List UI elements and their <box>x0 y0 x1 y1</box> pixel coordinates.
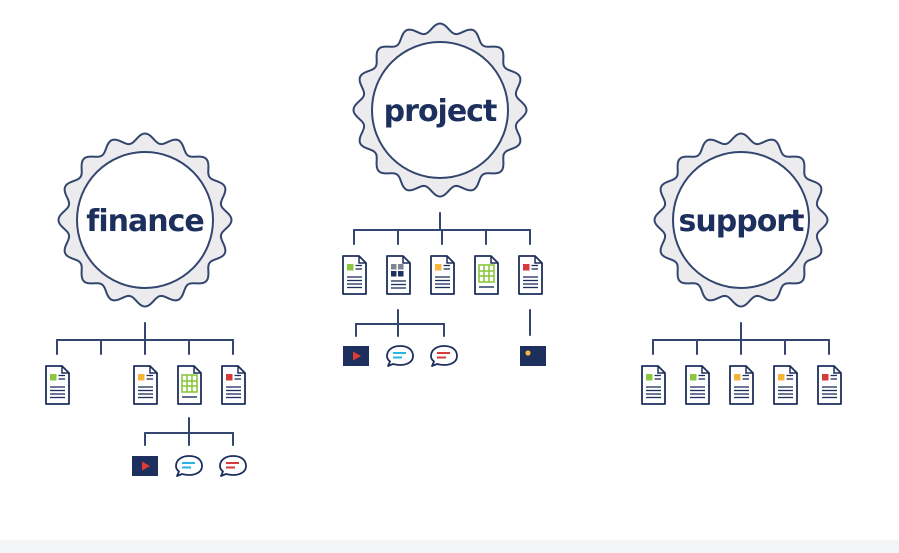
doc-orange-icon <box>133 365 158 405</box>
chat-red-icon <box>430 345 458 367</box>
project-badge: project <box>352 22 528 198</box>
finance-tree <box>56 322 234 446</box>
doc-green-icon <box>641 365 666 405</box>
support-badge: support <box>653 132 829 308</box>
finance-label: finance <box>86 204 203 239</box>
doc-green-icon <box>45 365 70 405</box>
video-icon <box>343 346 369 366</box>
image-icon <box>520 346 546 366</box>
project-tree <box>353 212 531 337</box>
doc-gray-grid-icon <box>386 255 411 295</box>
doc-orange-icon <box>430 255 455 295</box>
doc-red-icon <box>221 365 246 405</box>
support-tree <box>652 322 830 355</box>
project-label: project <box>384 94 497 129</box>
doc-red-icon <box>817 365 842 405</box>
finance-badge-circle <box>76 151 214 289</box>
chat-red-icon <box>219 455 247 477</box>
finance-badge: finance <box>57 132 233 308</box>
chat-blue-icon <box>386 345 414 367</box>
doc-red-icon <box>518 255 543 295</box>
chat-blue-icon <box>175 455 203 477</box>
spreadsheet-green-icon <box>177 365 202 405</box>
doc-green-icon <box>342 255 367 295</box>
support-badge-circle <box>672 151 810 289</box>
bottom-bar <box>0 540 899 553</box>
doc-orange-icon <box>729 365 754 405</box>
video-icon <box>132 456 158 476</box>
support-label: support <box>679 204 805 239</box>
spreadsheet-green-icon <box>474 255 499 295</box>
doc-orange-icon <box>773 365 798 405</box>
doc-green-icon <box>685 365 710 405</box>
project-badge-circle <box>371 41 509 179</box>
